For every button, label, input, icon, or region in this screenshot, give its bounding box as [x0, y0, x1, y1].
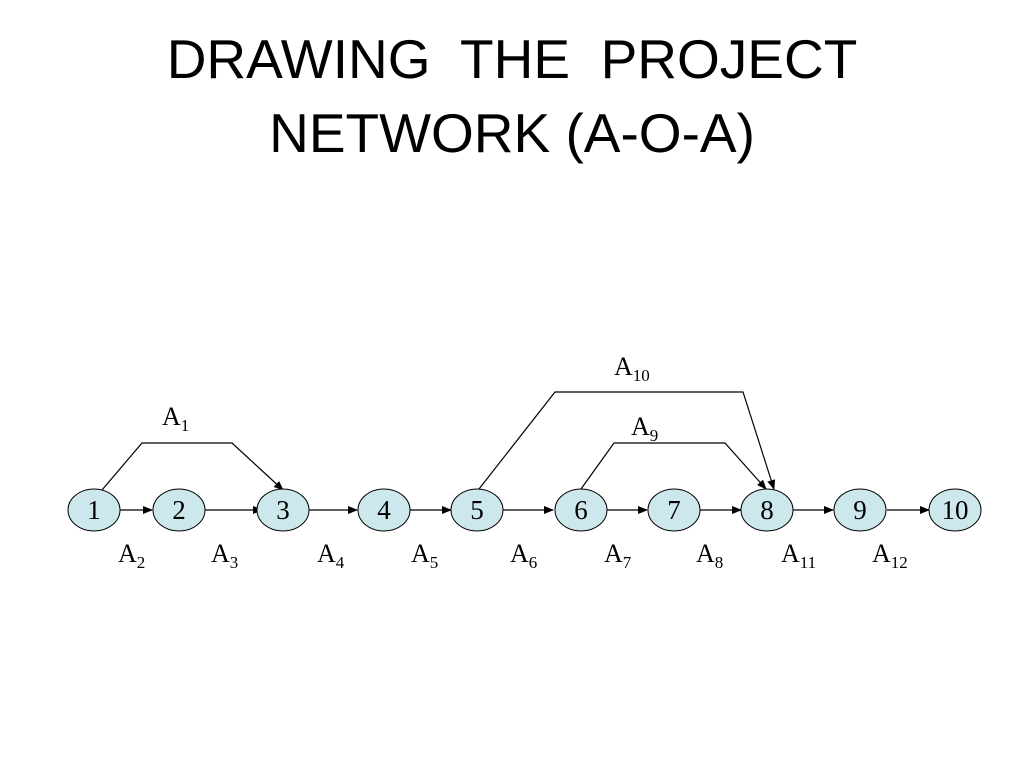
node-7-label: 7	[667, 495, 681, 525]
activity-label-a3: A3	[211, 539, 238, 572]
slide-title-line-1: DRAWING THE PROJECT	[166, 28, 858, 90]
slide-title: DRAWING THE PROJECT NETWORK (A-O-A)	[0, 22, 1024, 170]
slide-title-line-2: NETWORK (A-O-A)	[269, 102, 755, 164]
activity-label-a2: A2	[118, 539, 145, 572]
node-3: 3	[256, 488, 310, 532]
node-10: 10	[928, 488, 982, 532]
node-3-label: 3	[276, 495, 290, 525]
activity-label-a10: A10	[614, 352, 650, 385]
arrow-6-8	[580, 442, 767, 490]
event-nodes: 1 2 3 4 5 6 7 8	[67, 488, 982, 532]
node-8-label: 8	[760, 495, 774, 525]
node-8: 8	[740, 488, 794, 532]
activity-label-a11: A11	[781, 539, 816, 572]
node-1: 1	[67, 488, 121, 532]
activity-labels: A1 A2 A3 A4 A5 A6 A7 A8 A9 A10 A11	[118, 352, 908, 572]
activity-label-a7: A7	[604, 539, 632, 572]
node-1-label: 1	[87, 495, 101, 525]
node-4-label: 4	[377, 495, 391, 525]
activity-label-a1: A1	[162, 402, 189, 435]
activity-label-a8: A8	[696, 539, 723, 572]
activity-label-a5: A5	[411, 539, 438, 572]
activity-label-a9: A9	[631, 412, 658, 445]
arrow-5-8	[478, 391, 776, 490]
bypass-arrows	[101, 391, 776, 491]
activity-label-a12: A12	[872, 539, 908, 572]
node-9: 9	[833, 488, 887, 532]
activity-label-a6: A6	[510, 539, 537, 572]
node-5-label: 5	[470, 495, 484, 525]
node-9-label: 9	[853, 495, 867, 525]
node-7: 7	[647, 488, 701, 532]
node-6: 6	[554, 488, 608, 532]
node-4: 4	[357, 488, 411, 532]
node-2-label: 2	[172, 495, 186, 525]
node-5: 5	[450, 488, 504, 532]
activity-label-a4: A4	[317, 539, 345, 572]
node-6-label: 6	[574, 495, 588, 525]
node-10-label: 10	[942, 495, 969, 525]
arrow-1-3	[101, 442, 284, 491]
node-2: 2	[152, 488, 206, 532]
